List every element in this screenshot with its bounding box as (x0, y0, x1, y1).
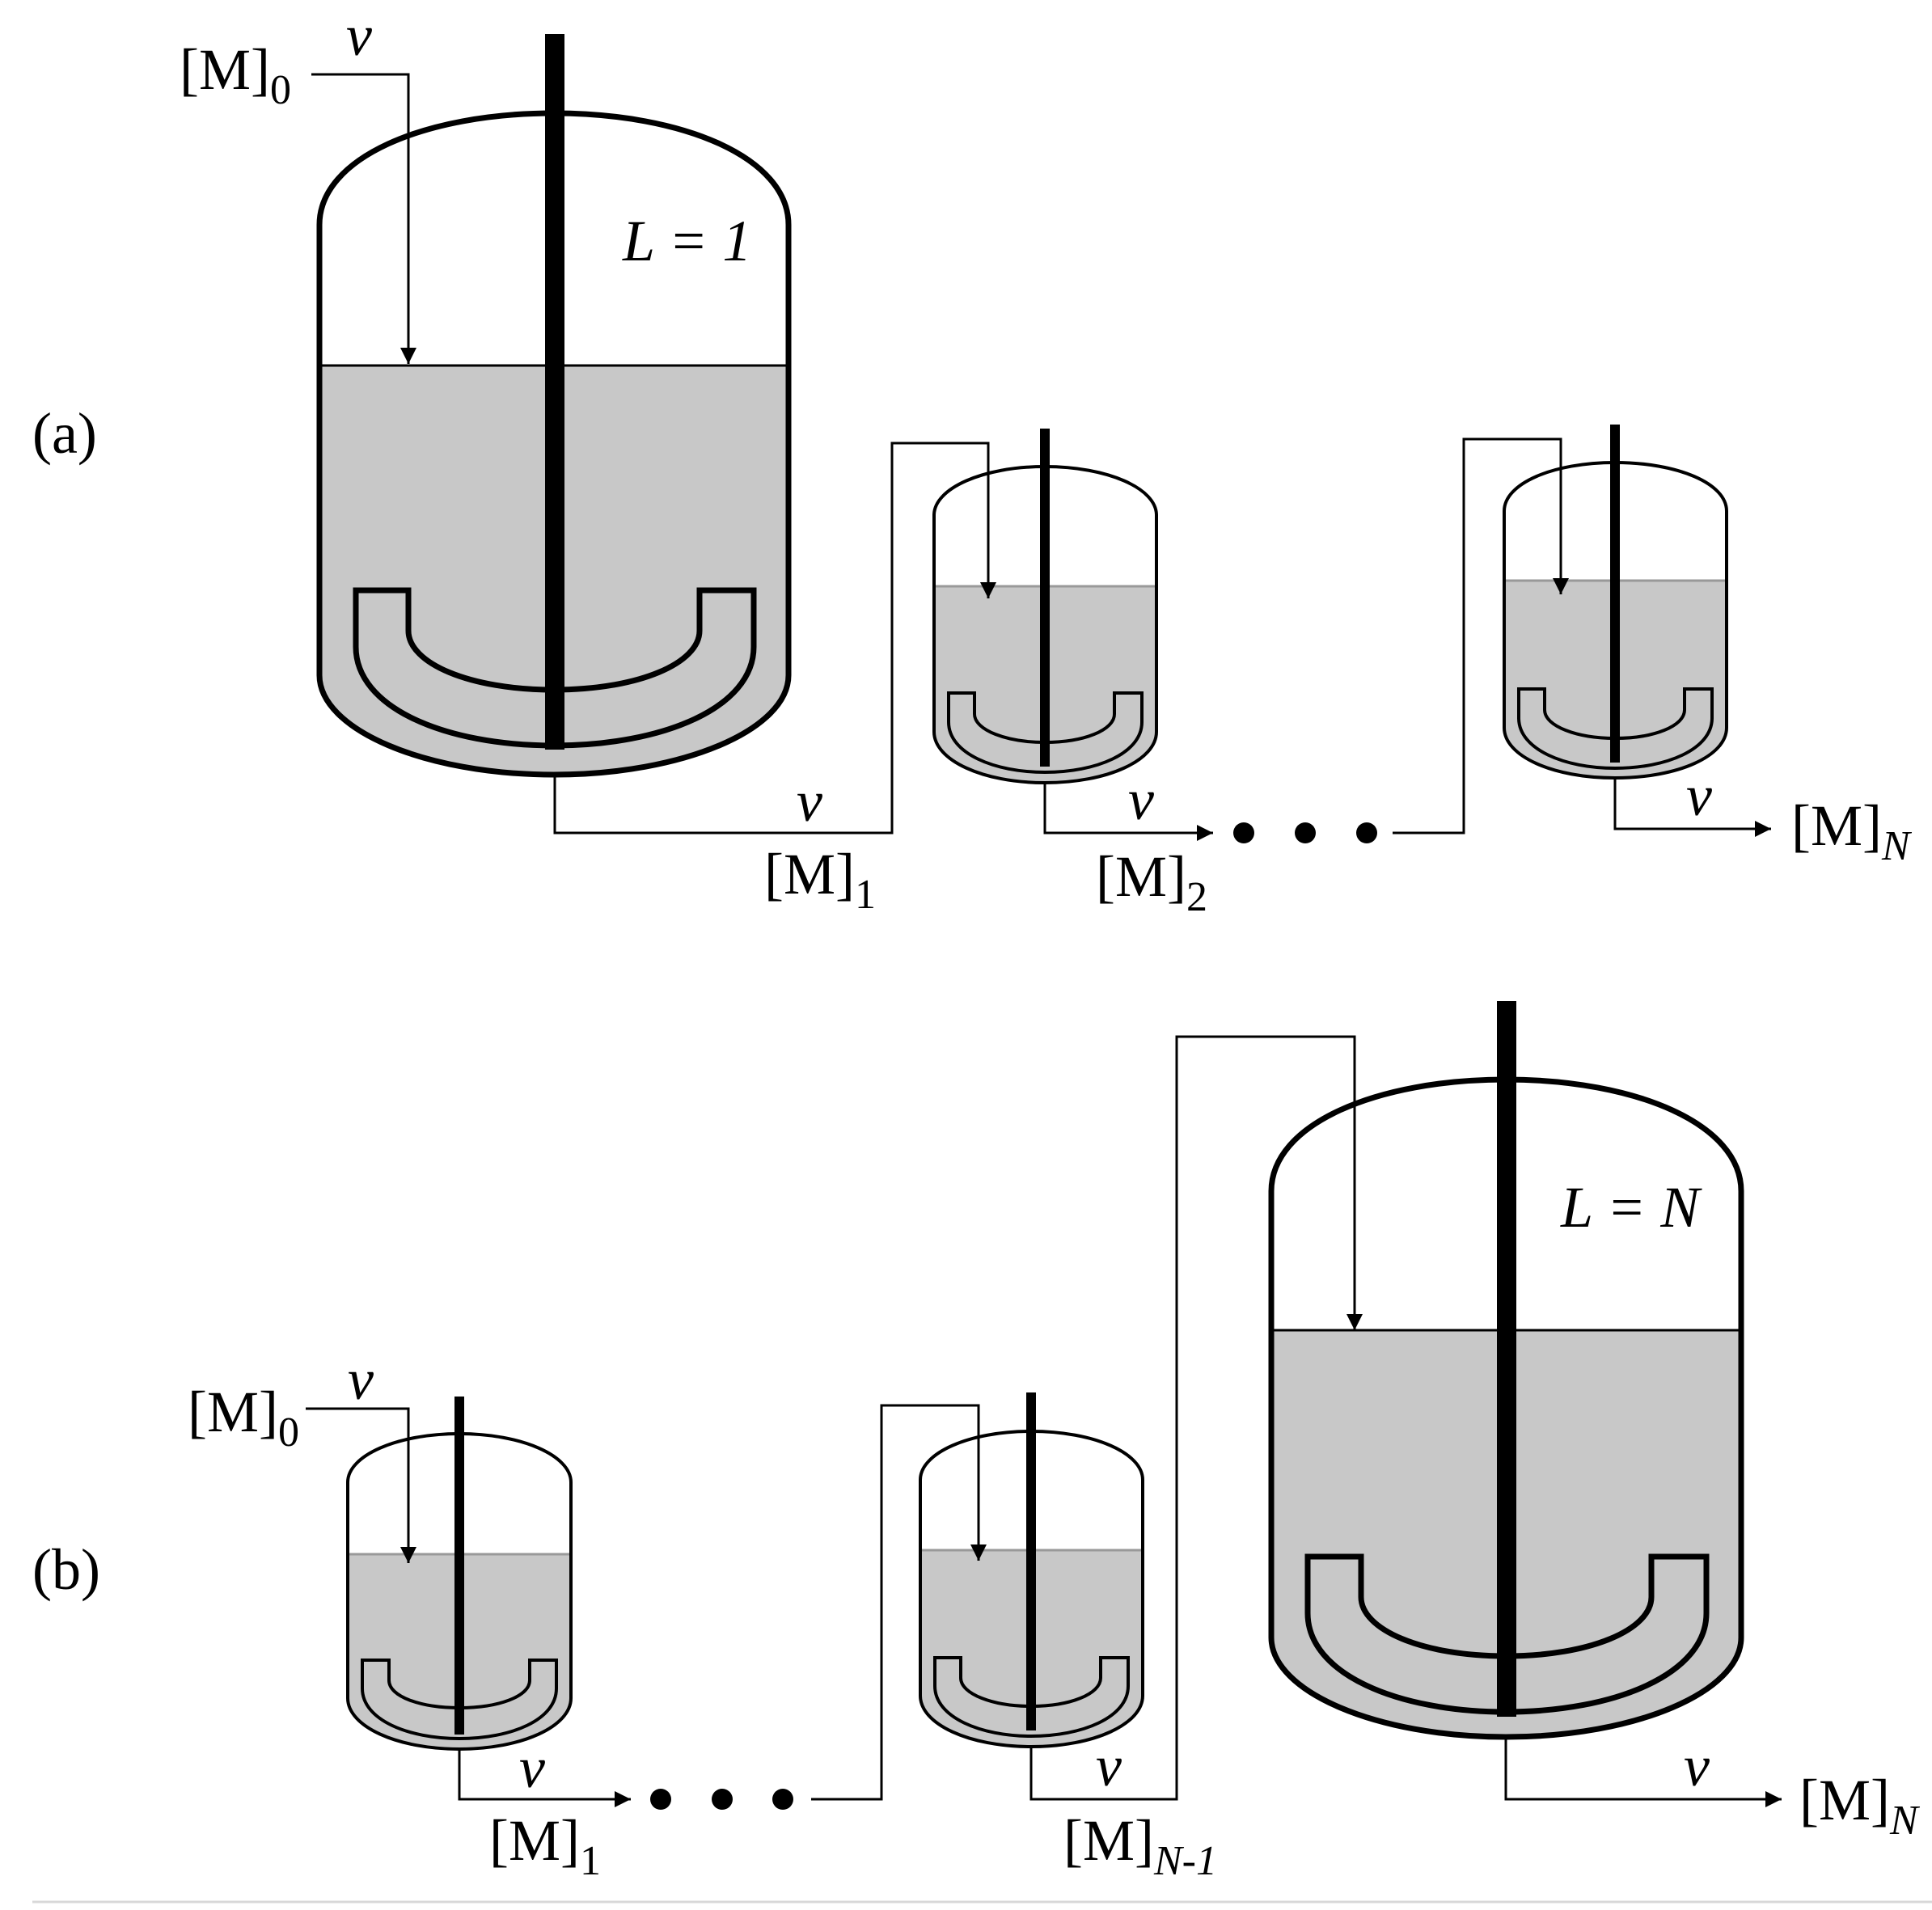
flow-label-aN: v (1686, 763, 1712, 828)
panel-a: (a) L = 1 (32, 3, 1913, 920)
reactor-b1-shaft (454, 1397, 464, 1735)
reactor-bN-vessel (1268, 1076, 1744, 1740)
reactor-small-a2 (932, 429, 1158, 785)
outlet-arrow-a2 (1043, 783, 1213, 841)
flow-lines-a (311, 73, 1771, 841)
transfer-line-dots-aN (1393, 437, 1569, 835)
flow-label-b-feed: v (348, 1347, 374, 1412)
reactor-bN1-vessel (919, 1429, 1144, 1749)
stream-label-b1: [M]1 (489, 1808, 601, 1884)
flow-label-bN: v (1684, 1734, 1710, 1798)
reactor-a2-vessel (932, 464, 1158, 785)
flow-label-a2: v (1128, 767, 1154, 832)
panel-b-tag: (b) (32, 1537, 100, 1602)
stream-label-a2: [M]2 (1096, 844, 1207, 920)
outlet-arrow-b1 (458, 1749, 631, 1807)
panel-a-tag: (a) (32, 401, 97, 466)
reactor-a1-impeller (353, 587, 757, 749)
reactor-a2-impeller (947, 691, 1144, 775)
stream-label-aN: [M]N (1791, 793, 1913, 869)
outlet-arrow-aN (1613, 778, 1771, 837)
flow-label-b1: v (519, 1735, 545, 1800)
reactor-b1-vessel (346, 1431, 573, 1752)
reactor-large-a: L = 1 (316, 34, 792, 778)
transfer-line-dots-bN1 (811, 1404, 987, 1801)
reactor-a1-vessel (316, 110, 792, 778)
stream-label-bN: [M]N (1799, 1768, 1921, 1844)
flow-label-a1: v (797, 769, 822, 834)
ellipsis-a (1233, 822, 1377, 843)
reactor-bN-label: L = N (1560, 1175, 1702, 1240)
reactor-bN-shaft (1497, 1001, 1516, 1717)
stream-label-a1: [M]1 (764, 842, 876, 918)
reactor-a2-shaft (1040, 429, 1050, 767)
reactor-a1-label: L = 1 (622, 209, 751, 273)
outlet-arrow-bN (1504, 1737, 1782, 1807)
reactor-a1-shaft (545, 34, 564, 750)
reactor-small-aN (1503, 425, 1728, 780)
flow-label-a-feed: v (346, 3, 372, 68)
ellipsis-b (650, 1789, 793, 1810)
transfer-line-bN1-bN (1029, 1035, 1363, 1801)
flow-label-bN1: v (1096, 1734, 1122, 1798)
reactor-b1-impeller (361, 1659, 558, 1741)
stream-label-bN1: [M]N-1 (1063, 1808, 1217, 1884)
transfer-line-a1-a2 (553, 442, 996, 835)
reactor-aN-impeller (1517, 687, 1714, 771)
labels-a: v [M]0 v [M]1 v [M]2 v [M]N (180, 3, 1913, 920)
reactor-bN1-impeller (933, 1656, 1130, 1739)
reactor-small-b1 (346, 1397, 573, 1752)
reactor-aN-shaft (1610, 425, 1620, 763)
labels-b: v [M]0 v [M]1 v [M]N-1 v [M]N (188, 1347, 1921, 1884)
reactor-bN1-shaft (1026, 1392, 1036, 1730)
flow-lines-b (306, 1035, 1782, 1807)
feed-arrow-a (311, 73, 416, 364)
feed-arrow-b (306, 1407, 416, 1563)
inlet-label-a: [M]0 (180, 37, 291, 113)
reactor-large-b: L = N (1268, 1001, 1744, 1740)
reactor-aN-vessel (1503, 460, 1728, 780)
reactor-bN-impeller (1304, 1553, 1710, 1715)
reactor-small-bN1 (919, 1392, 1144, 1749)
inlet-label-b: [M]0 (188, 1380, 299, 1456)
panel-b: (b) L = N (32, 1001, 1921, 1884)
